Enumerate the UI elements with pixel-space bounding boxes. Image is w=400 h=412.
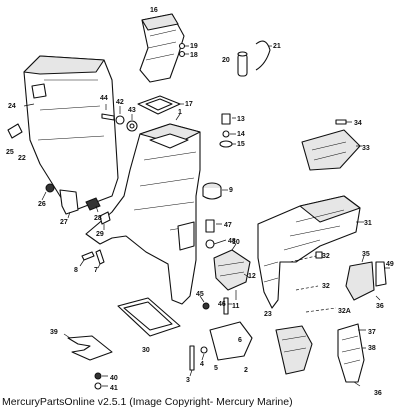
callout-38: 38 bbox=[368, 345, 376, 352]
part-plug-valve-assembly bbox=[41, 183, 111, 230]
callout-32-upper: 32 bbox=[322, 253, 330, 260]
part-fasteners-45-46 bbox=[199, 295, 232, 315]
callout-30: 30 bbox=[142, 347, 150, 354]
callout-7: 7 bbox=[94, 267, 98, 274]
callout-11: 11 bbox=[232, 303, 240, 310]
part-mount-bracket bbox=[213, 243, 251, 300]
callout-46: 46 bbox=[218, 301, 226, 308]
callout-28: 28 bbox=[94, 215, 102, 222]
callout-2: 2 bbox=[244, 367, 248, 374]
callout-48: 48 bbox=[228, 238, 236, 245]
part-driveshaft-housing bbox=[85, 113, 201, 305]
part-stud-washer-seal bbox=[219, 113, 236, 148]
callout-3: 3 bbox=[186, 377, 190, 384]
callout-32A: 32A bbox=[338, 308, 351, 315]
callout-37: 37 bbox=[368, 329, 376, 336]
callout-49: 49 bbox=[386, 261, 394, 268]
callout-44: 44 bbox=[100, 95, 108, 102]
part-studs-32 bbox=[289, 251, 337, 313]
callout-15: 15 bbox=[237, 141, 245, 148]
callout-17: 17 bbox=[185, 101, 193, 108]
callout-19: 19 bbox=[190, 43, 198, 50]
callout-labels: 1 2 3 4 5 6 7 8 9 10 11 12 13 14 15 16 1… bbox=[6, 7, 394, 397]
part-grommet bbox=[202, 182, 228, 200]
callout-40: 40 bbox=[110, 375, 118, 382]
part-shim bbox=[63, 333, 113, 361]
callout-31: 31 bbox=[364, 220, 372, 227]
part-studs-3-4 bbox=[189, 345, 208, 377]
callout-22: 22 bbox=[18, 155, 26, 162]
part-strap-seal bbox=[117, 297, 181, 337]
callout-36-lower: 36 bbox=[374, 390, 382, 397]
callout-25: 25 bbox=[6, 149, 14, 156]
part-bolt-washer-seal bbox=[101, 104, 138, 132]
callout-13: 13 bbox=[237, 116, 245, 123]
part-lower-unit bbox=[257, 195, 364, 309]
callout-45: 45 bbox=[196, 291, 204, 298]
callout-36-upper: 36 bbox=[376, 303, 384, 310]
callout-14: 14 bbox=[237, 131, 245, 138]
callout-26: 26 bbox=[38, 201, 46, 208]
part-bracket-plate bbox=[209, 321, 313, 375]
callout-27: 27 bbox=[60, 219, 68, 226]
callout-35: 35 bbox=[362, 251, 370, 258]
callout-24: 24 bbox=[8, 103, 16, 110]
callout-10: 10 bbox=[232, 239, 240, 246]
callout-43: 43 bbox=[128, 107, 136, 114]
callout-23: 23 bbox=[264, 311, 272, 318]
callout-8: 8 bbox=[74, 267, 78, 274]
part-decal bbox=[7, 123, 23, 139]
part-screws-7-8 bbox=[79, 249, 105, 269]
part-fasteners-47-48 bbox=[205, 219, 227, 249]
callout-42: 42 bbox=[116, 99, 124, 106]
image-caption: MercuryPartsOnline v2.5.1 (Image Copyrig… bbox=[2, 396, 293, 408]
callout-29: 29 bbox=[96, 231, 104, 238]
callout-21: 21 bbox=[273, 43, 281, 50]
part-transom-bracket bbox=[337, 323, 366, 387]
callout-1: 1 bbox=[178, 109, 182, 116]
callout-34: 34 bbox=[354, 120, 362, 127]
callout-41: 41 bbox=[110, 385, 118, 392]
callout-39: 39 bbox=[50, 329, 58, 336]
callout-12: 12 bbox=[248, 273, 256, 280]
part-gasket bbox=[137, 95, 184, 115]
callout-32-lower: 32 bbox=[322, 283, 330, 290]
part-fasteners-40-41 bbox=[94, 372, 108, 390]
part-trim-components bbox=[345, 255, 390, 301]
part-cover-and-screw bbox=[301, 119, 362, 171]
part-pin-and-clip bbox=[237, 40, 272, 77]
callout-4: 4 bbox=[200, 361, 204, 368]
part-upper-cowl bbox=[23, 55, 119, 213]
callout-20: 20 bbox=[222, 57, 230, 64]
callout-16: 16 bbox=[150, 7, 158, 14]
callout-47: 47 bbox=[224, 222, 232, 229]
callout-6: 6 bbox=[238, 337, 242, 344]
part-exhaust-tube bbox=[139, 13, 185, 83]
callout-18: 18 bbox=[190, 52, 198, 59]
callout-5: 5 bbox=[214, 365, 218, 372]
part-fasteners-18-19 bbox=[178, 42, 189, 58]
callout-9: 9 bbox=[229, 187, 233, 194]
callout-33: 33 bbox=[362, 145, 370, 152]
